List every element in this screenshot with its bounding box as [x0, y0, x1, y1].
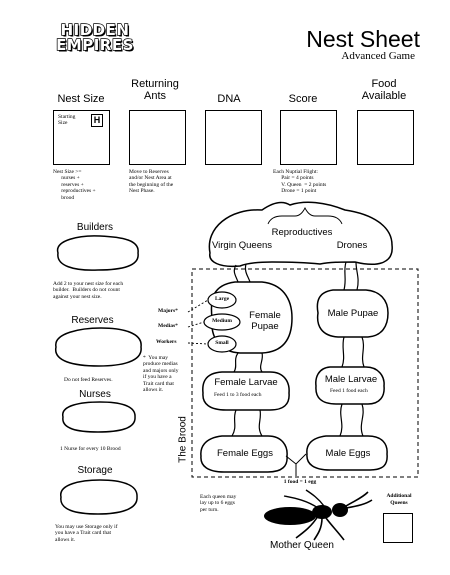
female-larvae-feed: Feed 1 to 3 food each [214, 392, 262, 398]
reproductives-label: Reproductives [271, 227, 333, 238]
female-pupae-label: Female Pupae [249, 310, 281, 332]
nurses-note: 1 Nurse for every 10 Brood [60, 446, 121, 452]
nest-size-header: Nest Size [57, 93, 105, 105]
virgin-queens-label: Virgin Queens [211, 240, 273, 251]
logo-line-1: HIDDEN [60, 21, 130, 39]
score-box[interactable] [280, 110, 337, 165]
produce-note: * You may produce medias and majors only… [143, 355, 179, 394]
builders-note: Add 2 to your nest size for each builder… [53, 281, 124, 300]
female-larvae-chamber [202, 371, 290, 411]
female-eggs-chamber [200, 435, 288, 473]
returning-ants-box[interactable] [129, 110, 186, 165]
reserves-note: Do not feed Reserves. [64, 377, 113, 383]
male-larvae-chamber [315, 366, 385, 405]
returning-ants-header: Returning Ants [131, 78, 179, 102]
additional-queens-label: Additional Queens [386, 493, 412, 506]
nest-size-box[interactable]: Starting Size H [53, 110, 110, 165]
storage-note: You may use Storage only if you have a T… [55, 524, 118, 543]
nest-size-note: Nest Size >= nurses + reserves + reprodu… [53, 169, 96, 201]
hidden-empires-logo: HIDDEN EMPIRES [52, 21, 138, 54]
reserves-blob[interactable] [51, 325, 147, 369]
large-label: Large [214, 296, 230, 302]
dna-header: DNA [217, 93, 241, 105]
returning-ants-note: Move to Reserves and/or Nest Area at the… [129, 169, 174, 195]
mother-queen-ant-icon [264, 489, 373, 541]
starting-size-value: H [91, 114, 103, 127]
drones-label: Drones [336, 240, 368, 251]
male-larvae-label: Male Larvae [324, 374, 378, 385]
male-pupae-chamber [316, 289, 389, 338]
nurses-label: Nurses [79, 389, 111, 400]
male-larvae-feed: Feed 1 food each [330, 388, 368, 394]
male-eggs-chamber [306, 435, 388, 471]
brood-frame [191, 268, 419, 478]
page-subtitle: Advanced Game [341, 50, 415, 62]
dna-box[interactable] [205, 110, 262, 165]
medium-label: Medium [212, 318, 232, 324]
workers-label: Workers [156, 339, 177, 345]
food-available-header: Food Available [361, 78, 407, 102]
female-eggs-label: Female Eggs [217, 448, 273, 459]
score-header: Score [288, 93, 318, 105]
brood-label: The Brood [177, 416, 189, 463]
nurses-blob[interactable] [58, 399, 140, 435]
medias-label: Medias* [158, 323, 178, 329]
storage-label: Storage [77, 465, 113, 476]
starting-size-label: Starting Size [58, 114, 76, 127]
egg-food-note: 1 food = 1 egg [283, 479, 317, 485]
additional-queens-box[interactable] [383, 513, 413, 543]
builders-blob[interactable] [52, 232, 144, 274]
logo-line-2: EMPIRES [55, 36, 134, 54]
male-pupae-label: Male Pupae [327, 308, 379, 319]
small-label: Small [215, 340, 229, 346]
food-available-box[interactable] [357, 110, 414, 165]
storage-blob[interactable] [56, 477, 142, 517]
page-title: Nest Sheet [306, 26, 420, 52]
reserves-label: Reserves [71, 315, 114, 326]
female-larvae-label: Female Larvae [214, 377, 278, 388]
majors-label: Majors* [158, 308, 178, 314]
reproductives-chamber [208, 201, 393, 268]
male-eggs-label: Male Eggs [325, 448, 371, 459]
mother-queen-label: Mother Queen [270, 540, 334, 551]
score-note: Each Nuptial Flight: Pair = 4 points V. … [273, 169, 327, 195]
builders-label: Builders [76, 222, 114, 233]
queen-eggs-note: Each queen may lay up to 6 eggs per turn… [200, 494, 237, 513]
